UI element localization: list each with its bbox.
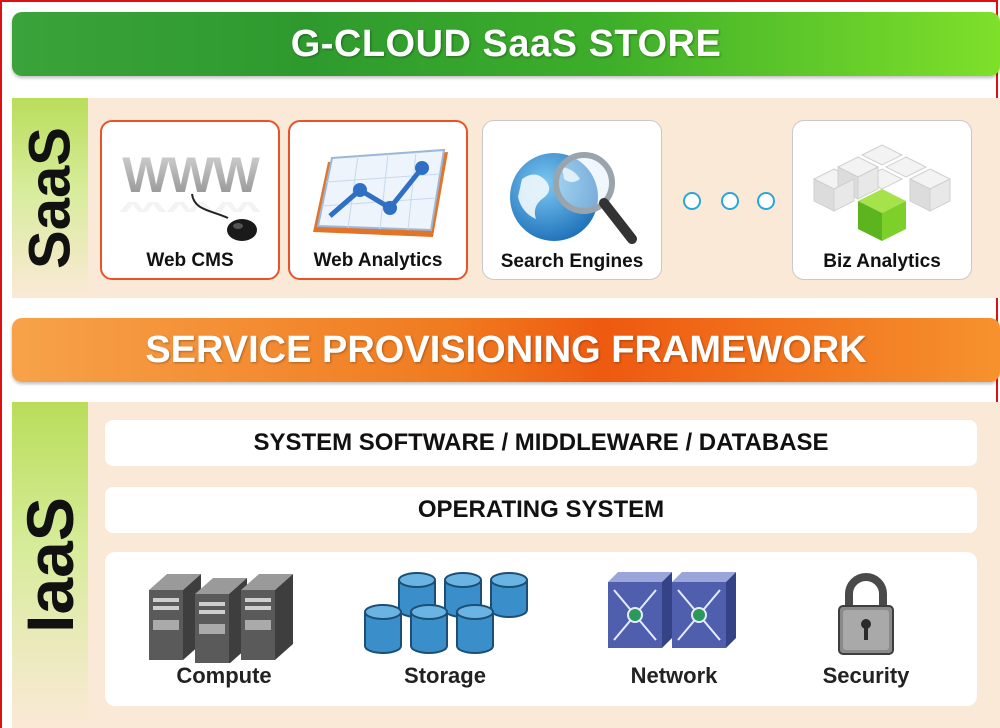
server-icon [149,574,293,663]
store-title: G-CLOUD SaaS STORE [290,23,722,65]
service-provisioning-banner: SERVICE PROVISIONING FRAMEWORK [12,318,1000,382]
www-mouse-icon: WWW WWW [119,147,263,241]
search-engines-card[interactable]: Search Engines [482,120,662,280]
storage-label: Storage [404,663,486,688]
storage-resource: Storage [364,568,528,698]
ellipsis-dot [757,192,775,210]
iaas-label: IaaS [13,497,87,633]
store-banner: G-CLOUD SaaS STORE [12,12,1000,76]
web-analytics-card[interactable]: Web Analytics [288,120,468,280]
svg-text:WWW: WWW [122,147,260,203]
network-resource: Network [594,568,754,698]
saas-label: SaaS [17,127,83,269]
operating-system-label: OPERATING SYSTEM [417,496,665,523]
system-software-label: SYSTEM SOFTWARE / MIDDLEWARE / DATABASE [253,429,829,456]
ellipsis-dot [721,192,739,210]
svg-text:WWW: WWW [119,199,261,216]
saas-side-bar: SaaS [12,98,88,298]
ellipsis-dot [683,192,701,210]
network-label: Network [630,663,718,688]
biz-analytics-card[interactable]: Biz Analytics [792,120,972,280]
web-cms-card[interactable]: WWW WWW Web CMS [100,120,280,280]
security-resource: Security [786,568,946,698]
analytics-chart-icon [313,148,448,237]
biz-analytics-label: Biz Analytics [823,251,941,272]
storage-cylinders-icon [364,572,528,654]
web-analytics-label: Web Analytics [313,250,443,271]
search-engines-label: Search Engines [500,251,644,272]
compute-label: Compute [176,663,272,688]
system-software-layer: SYSTEM SOFTWARE / MIDDLEWARE / DATABASE [105,420,977,466]
compute-resource: Compute [144,568,304,698]
globe-magnifier-icon [510,152,637,244]
network-switch-icon [608,572,736,648]
iaas-side-bar: IaaS [12,402,88,728]
service-provisioning-title: SERVICE PROVISIONING FRAMEWORK [145,329,867,371]
more-services-ellipsis [683,192,783,210]
cube-grid-icon [812,144,952,241]
security-label: Security [822,663,910,688]
web-cms-label: Web CMS [146,250,234,271]
operating-system-layer: OPERATING SYSTEM [105,487,977,533]
padlock-icon [838,573,894,655]
